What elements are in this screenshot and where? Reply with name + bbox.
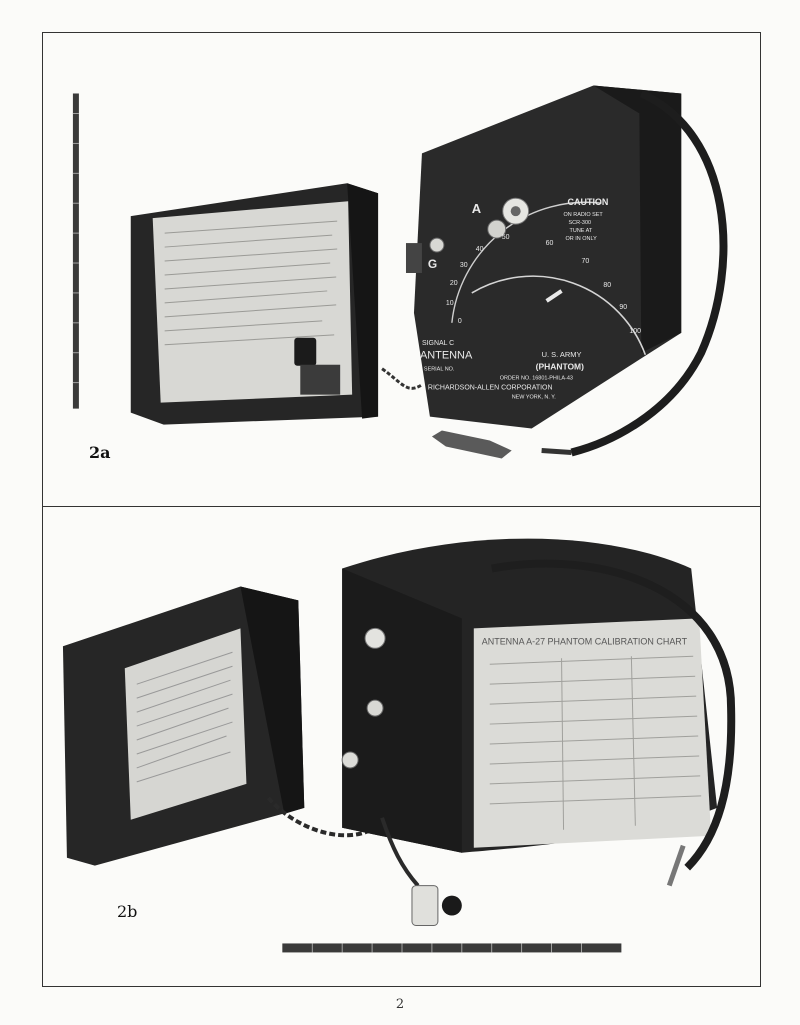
serial-label: SERIAL NO.	[424, 367, 455, 373]
dial-30: 30	[460, 262, 468, 269]
binding-post-2	[366, 699, 384, 717]
ruler-vertical	[72, 93, 79, 409]
dial-10: 10	[446, 300, 454, 307]
signal-label: SIGNAL C	[422, 340, 454, 347]
plate-divider	[43, 506, 760, 507]
dial-70: 70	[581, 258, 589, 265]
device-labels-2a: CAUTION ON RADIO SET SCR-300 TUNE AT OR …	[420, 197, 641, 400]
dial-50: 50	[502, 234, 510, 241]
phantom-antenna-unit-2b: ANTENNA A-27 PHANTOM CALIBRATION CHART	[341, 538, 736, 927]
terminal-g-label: G	[428, 257, 437, 271]
binding-post-1	[364, 627, 386, 649]
photo-2b-illustration: ANTENNA A-27 PHANTOM CALIBRATION CHART	[62, 538, 736, 953]
cover-box-2b	[62, 586, 305, 866]
calibration-chart	[473, 618, 712, 848]
dial-60: 60	[546, 240, 554, 247]
us-army-label: U. S. ARMY	[542, 350, 582, 359]
dial-100: 100	[629, 328, 641, 335]
dial-40: 40	[476, 246, 484, 253]
photo-2a: CAUTION ON RADIO SET SCR-300 TUNE AT OR …	[43, 33, 760, 506]
dial-90: 90	[619, 304, 627, 311]
figure-label-2a: 2a	[89, 443, 111, 462]
order-number-label: ORDER NO. 16801-PHILA-43	[500, 376, 573, 382]
caution-line-3: TUNE AT	[570, 228, 593, 234]
dial-80: 80	[603, 282, 611, 289]
binding-post-3	[341, 751, 359, 769]
caution-line-2: SCR-300	[569, 220, 592, 226]
photo-2a-illustration: CAUTION ON RADIO SET SCR-300 TUNE AT OR …	[72, 85, 728, 459]
antenna-label: ANTENNA	[420, 350, 473, 362]
phantom-label: (PHANTOM)	[536, 362, 584, 372]
cable-clip-2b	[666, 844, 686, 887]
caution-label: CAUTION	[568, 197, 609, 207]
dial-0: 0	[458, 318, 462, 325]
figure-label-2b: 2b	[117, 902, 138, 921]
figure-plate: CAUTION ON RADIO SET SCR-300 TUNE AT OR …	[42, 32, 761, 987]
caution-line-1: ON RADIO SET	[564, 212, 604, 218]
photo-2b: ANTENNA A-27 PHANTOM CALIBRATION CHART 2…	[43, 508, 760, 986]
terminal-a-label: A	[472, 201, 482, 216]
page-number: 2	[395, 997, 405, 1012]
lead-clip-2b	[411, 885, 439, 927]
phantom-antenna-unit	[381, 85, 728, 459]
city-label: NEW YORK, N. Y.	[512, 395, 557, 401]
cover-box-2a	[130, 183, 379, 425]
maker-label: RICHARDSON-ALLEN CORPORATION	[428, 385, 553, 392]
ruler-horizontal	[282, 943, 622, 953]
alligator-clip	[431, 430, 512, 459]
dial-20: 20	[450, 280, 458, 287]
calibration-chart-title: ANTENNA A-27 PHANTOM CALIBRATION CHART	[482, 636, 688, 646]
caution-line-4: OR IN ONLY	[566, 236, 598, 242]
